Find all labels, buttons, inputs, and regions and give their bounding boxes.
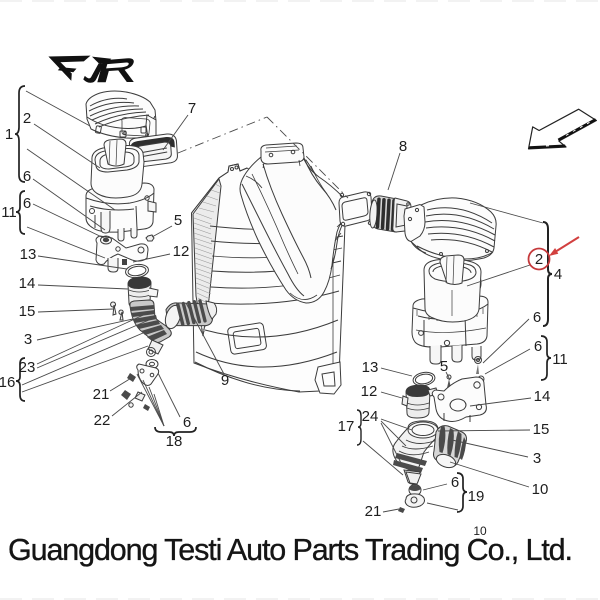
svg-text:12: 12	[361, 383, 378, 400]
svg-text:1: 1	[5, 126, 13, 143]
svg-text:5: 5	[174, 212, 182, 229]
svg-text:13: 13	[20, 246, 37, 263]
svg-text:16: 16	[0, 374, 15, 391]
svg-text:6: 6	[23, 168, 31, 185]
svg-text:12: 12	[173, 243, 190, 260]
svg-text:21: 21	[93, 386, 110, 403]
svg-text:23: 23	[19, 359, 36, 376]
svg-text:10: 10	[473, 524, 487, 538]
svg-text:2: 2	[23, 110, 31, 127]
svg-text:8: 8	[399, 138, 407, 155]
svg-text:6: 6	[23, 195, 31, 212]
svg-text:11: 11	[552, 351, 568, 368]
svg-text:3: 3	[24, 331, 32, 348]
svg-text:9: 9	[221, 372, 229, 389]
svg-text:17: 17	[338, 418, 355, 435]
svg-text:10: 10	[532, 481, 549, 498]
svg-text:13: 13	[362, 359, 379, 376]
svg-text:6: 6	[533, 309, 541, 326]
svg-text:6: 6	[451, 474, 459, 491]
svg-text:18: 18	[166, 433, 183, 450]
svg-text:7: 7	[188, 100, 196, 117]
svg-text:3: 3	[533, 450, 541, 467]
svg-text:5: 5	[440, 358, 448, 375]
svg-text:6: 6	[534, 338, 542, 355]
svg-text:6: 6	[183, 414, 191, 431]
svg-text:4: 4	[554, 266, 562, 283]
svg-text:11: 11	[1, 204, 17, 221]
svg-text:14: 14	[534, 388, 551, 405]
svg-text:21: 21	[365, 503, 382, 520]
svg-text:15: 15	[533, 421, 550, 438]
svg-text:19: 19	[468, 488, 485, 505]
svg-text:22: 22	[94, 412, 111, 429]
svg-text:24: 24	[362, 408, 379, 425]
svg-text:15: 15	[19, 303, 36, 320]
svg-text:2: 2	[535, 251, 543, 268]
svg-text:Guangdong Testi Auto Parts Tra: Guangdong Testi Auto Parts Trading Co., …	[8, 533, 573, 567]
svg-text:14: 14	[19, 275, 36, 292]
